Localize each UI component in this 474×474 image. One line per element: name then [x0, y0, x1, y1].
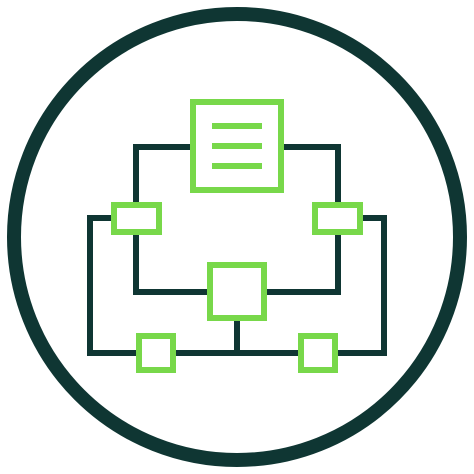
document-node — [190, 99, 284, 193]
left-connector — [87, 215, 140, 356]
center-node — [207, 262, 267, 321]
connector-lines — [87, 144, 387, 356]
bottom-right-node — [298, 333, 338, 373]
right-connector — [334, 215, 387, 356]
bottom-left-node — [136, 333, 176, 373]
flow-nodes — [111, 99, 363, 373]
left-node — [111, 202, 162, 235]
outer-ring — [7, 7, 467, 467]
right-node — [312, 202, 363, 235]
document-lines-icon — [212, 123, 262, 169]
